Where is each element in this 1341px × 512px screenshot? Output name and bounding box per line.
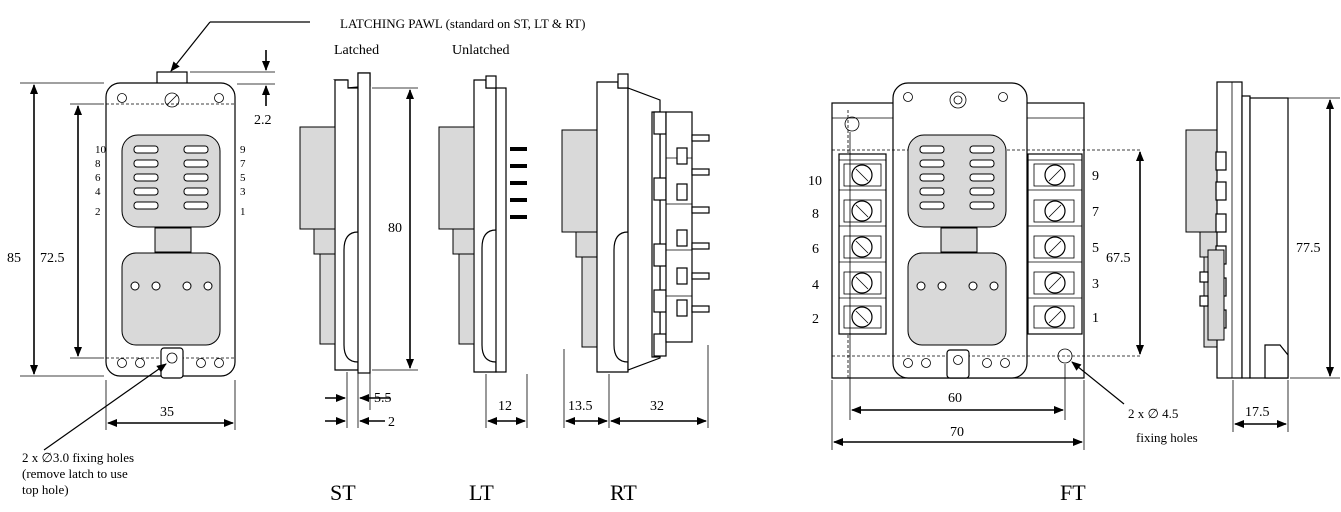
terminal-label: 5	[1092, 241, 1099, 256]
terminal-label: 7	[1092, 205, 1099, 220]
pin-label: 9	[240, 144, 246, 156]
dim-label: 60	[948, 391, 962, 406]
dim-label: 67.5	[1106, 251, 1131, 266]
dim-label: 80	[388, 221, 402, 236]
pin-label: 7	[240, 158, 246, 170]
st-side-view: Latched 80 5.5 2 ST	[299, 43, 418, 505]
pawl-pointer: LATCHING PAWL (standard on ST, LT & RT)	[170, 16, 585, 72]
pin-label: 3	[240, 186, 246, 198]
note-line: top hole)	[22, 482, 69, 497]
st-front-view: 10 8 6 4 2 9 7 5 3 1	[95, 71, 246, 379]
dim-label: 32	[650, 399, 664, 414]
ft-front-view: 10 8 6 4 2 9 7 5 3 1	[808, 82, 1140, 379]
pin-label: 1	[240, 206, 246, 218]
st-dimensions: 85 72.5 2.2 35	[7, 50, 275, 430]
pin-label: 8	[95, 158, 101, 170]
lt-side-view: Unlatched 12 LT	[438, 43, 528, 505]
dim-label: 13.5	[568, 399, 593, 414]
dim-label: 77.5	[1296, 241, 1321, 256]
dim-label: 35	[160, 405, 174, 420]
dim-label: 72.5	[40, 251, 65, 266]
model-label-st: ST	[330, 480, 356, 505]
pawl-note: LATCHING PAWL (standard on ST, LT & RT)	[340, 16, 585, 31]
model-label-ft: FT	[1060, 480, 1086, 505]
pin-label: 2	[95, 206, 101, 218]
pin-label: 4	[95, 186, 101, 198]
terminal-label: 3	[1092, 277, 1099, 292]
note-line: fixing holes	[1136, 430, 1198, 445]
note-line: 2 x ∅3.0 fixing holes	[22, 450, 134, 465]
terminal-label: 2	[812, 312, 819, 327]
ft-side-view: 77.5 17.5	[1185, 81, 1340, 432]
rt-side-view: 13.5 32 RT	[561, 73, 710, 505]
model-label-lt: LT	[469, 480, 494, 505]
dim-label: 17.5	[1245, 405, 1270, 420]
latched-label: Latched	[334, 43, 379, 58]
terminal-label: 10	[808, 174, 822, 189]
pin-label: 5	[240, 172, 246, 184]
note-line: 2 x ∅ 4.5	[1128, 406, 1178, 421]
pin-label: 6	[95, 172, 101, 184]
dim-label: 70	[950, 425, 964, 440]
dim-label: 85	[7, 251, 21, 266]
terminal-label: 4	[812, 278, 819, 293]
model-label-rt: RT	[610, 480, 637, 505]
unlatched-label: Unlatched	[452, 43, 510, 58]
note-line: (remove latch to use	[22, 466, 128, 481]
terminal-label: 9	[1092, 169, 1099, 184]
terminal-label: 1	[1092, 311, 1099, 326]
ft-dimensions: 67.5 60 70 2 x ∅ 4.5 fixing holes FT	[831, 132, 1198, 505]
terminal-label: 8	[812, 207, 819, 222]
pin-label: 10	[95, 144, 107, 156]
terminal-label: 6	[812, 242, 819, 257]
dim-label: 12	[498, 399, 512, 414]
fixing-holes-note-left: 2 x ∅3.0 fixing holes (remove latch to u…	[22, 363, 167, 497]
dim-label: 5.5	[374, 391, 392, 406]
dim-label: 2	[388, 415, 395, 430]
dim-label: 2.2	[254, 113, 272, 128]
